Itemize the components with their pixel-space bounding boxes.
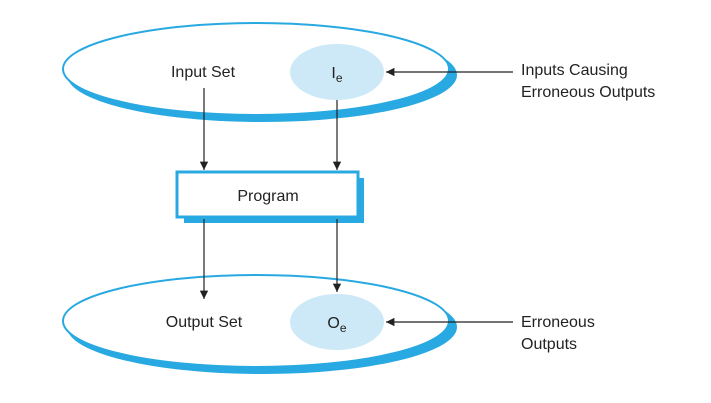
erroneous-outputs-subset bbox=[290, 294, 384, 350]
output-set-label: Output Set bbox=[166, 314, 243, 331]
program-box bbox=[175, 170, 364, 223]
erroneous-inputs-symbol: Ie bbox=[331, 65, 342, 85]
program-label: Program bbox=[237, 188, 298, 205]
inputs-causing-erroneous-label-line1: Inputs Causing bbox=[521, 62, 628, 79]
output-set bbox=[62, 274, 457, 374]
erroneous-outputs-label-line1: Erroneous bbox=[521, 314, 595, 331]
input-set-ellipse bbox=[62, 22, 450, 116]
erroneous-outputs-label-line2: Outputs bbox=[521, 336, 577, 353]
output-set-ellipse bbox=[62, 274, 450, 368]
erroneous-outputs-symbol: Oe bbox=[327, 315, 346, 335]
input-set-label: Input Set bbox=[171, 64, 236, 81]
program-box-frame bbox=[175, 170, 360, 219]
erroneous-inputs-subset bbox=[290, 44, 384, 100]
inputs-causing-erroneous-label-line2: Erroneous Outputs bbox=[521, 84, 655, 101]
